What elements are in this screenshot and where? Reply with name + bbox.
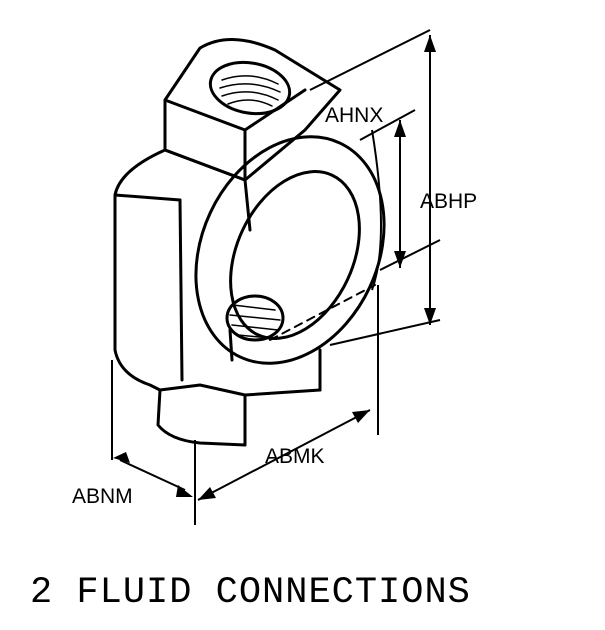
- bottom-boss: [156, 383, 247, 447]
- abmk-dimension: [197, 409, 371, 501]
- side-thread-hole: [225, 294, 285, 342]
- top-boss-edge: [163, 98, 247, 182]
- front-ring-inner: [229, 170, 361, 340]
- caption: 2 FLUID CONNECTIONS: [30, 572, 471, 614]
- label-abnm: ABNM: [72, 485, 133, 508]
- part-body: [113, 38, 386, 447]
- arrowheads: [113, 35, 436, 500]
- top-thread-lines: [219, 75, 281, 107]
- body-left: [113, 193, 162, 392]
- label-abmk: ABMK: [265, 445, 325, 468]
- top-thread-hole: [208, 60, 292, 116]
- label-ahnx: AHNX: [325, 104, 383, 127]
- label-abhp: ABHP: [420, 190, 477, 213]
- dimension-lines: [111, 29, 441, 525]
- top-boss-outline: [163, 38, 342, 182]
- body-top: [113, 148, 252, 232]
